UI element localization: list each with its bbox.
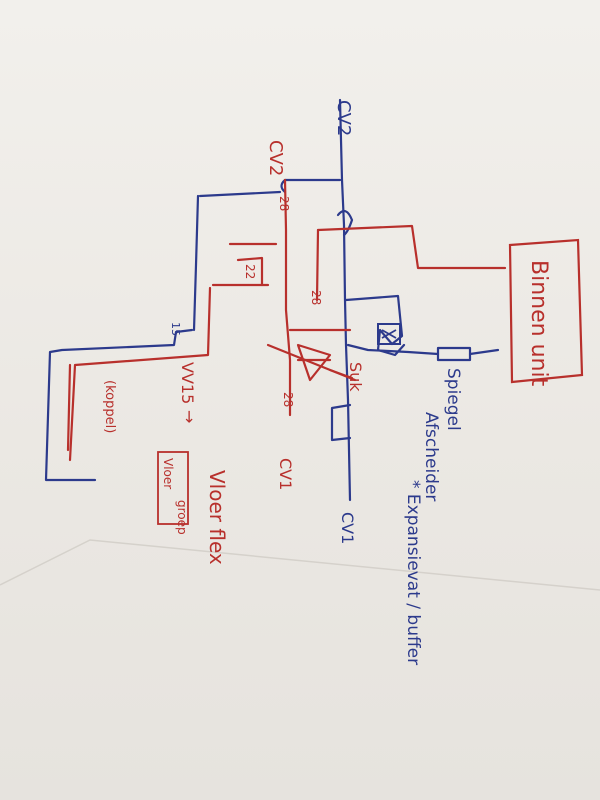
red-to-indoor-unit bbox=[316, 224, 507, 270]
blue-loop-left bbox=[44, 328, 194, 482]
label-vloer-flex: Vloer flex bbox=[205, 470, 229, 565]
valve-cross-icon bbox=[381, 329, 397, 339]
label-vv15: VV15 bbox=[178, 362, 197, 404]
label-vloer-group: Vloer bbox=[161, 458, 175, 489]
indoor-unit-label: Binnen unit bbox=[526, 260, 551, 387]
label-vloer-group-2: groep bbox=[175, 500, 189, 535]
label-afscheider: Afscheider bbox=[421, 412, 441, 501]
label-28-a: 28 bbox=[277, 196, 291, 211]
label-expansie: * Expansievat / buffer bbox=[403, 480, 423, 665]
vloer-group-box: Vloer groep bbox=[157, 451, 189, 535]
blue-piping bbox=[44, 98, 500, 502]
red-piping bbox=[66, 178, 507, 462]
red-loop-left bbox=[68, 286, 212, 462]
label-suk: Suk bbox=[346, 362, 365, 392]
indoor-unit-box: Binnen unit bbox=[508, 238, 584, 387]
text-labels: CV2 CV2 28 22 28 15 28 Suk VV15 → CV1 CV… bbox=[102, 100, 463, 665]
separator-body bbox=[436, 346, 472, 362]
expansion-valve-symbol bbox=[377, 323, 401, 345]
label-15: 15 bbox=[169, 322, 182, 336]
label-cv1-right: CV1 bbox=[338, 512, 357, 544]
label-cv1-left: CV1 bbox=[276, 458, 295, 490]
label-koppel: (koppel) bbox=[102, 380, 117, 433]
label-cv2-left: CV2 bbox=[265, 140, 286, 176]
label-cv2-top: CV2 bbox=[333, 100, 354, 136]
label-spiegel: Spiegel bbox=[443, 368, 463, 431]
paper-fold-line bbox=[0, 539, 600, 591]
label-22: 22 bbox=[243, 264, 257, 279]
label-28-c: 28 bbox=[281, 392, 295, 407]
arrow-right-icon: → bbox=[180, 410, 199, 423]
label-28-b: 28 bbox=[309, 290, 323, 305]
